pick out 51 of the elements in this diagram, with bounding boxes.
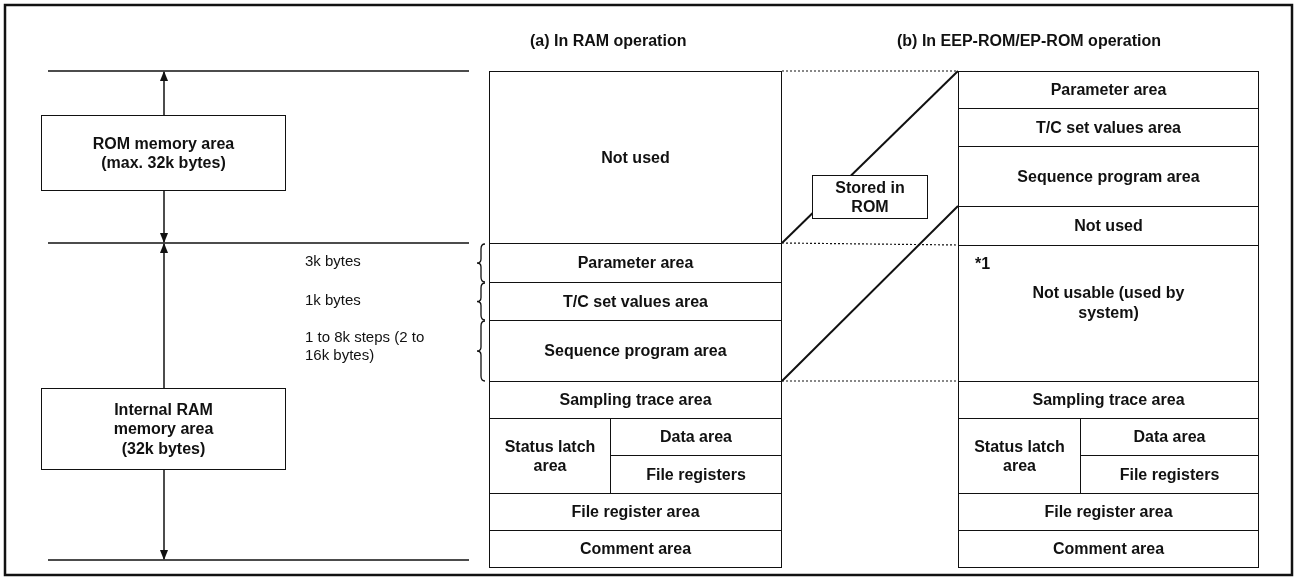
memory-block: [489, 493, 782, 531]
dotted-line: [781, 70, 959, 72]
mapping-line: [781, 205, 959, 382]
memory-block: [958, 381, 1259, 419]
memory-block: [489, 71, 782, 244]
memory-block: [958, 71, 1259, 109]
block-label: Status latch area: [503, 436, 597, 476]
memory-block: [958, 108, 1259, 147]
memory-block: [489, 320, 782, 382]
block-label: Not used: [601, 147, 670, 168]
block-label: File registers: [646, 464, 746, 485]
memory-block: [958, 493, 1259, 531]
size-label: 1 to 8k steps (2 to 16k bytes): [305, 328, 426, 364]
column-heading: (a) In RAM operation: [530, 32, 687, 50]
block-label: Sequence program area: [1017, 166, 1200, 187]
memory-block: [489, 243, 782, 283]
block-label: Sequence program area: [544, 341, 727, 361]
block-label: Parameter area: [1050, 80, 1167, 100]
memory-block: [958, 206, 1259, 246]
block-label: Parameter area: [577, 253, 694, 273]
block-label: Data area: [659, 427, 732, 447]
size-label: 1k bytes: [305, 291, 362, 309]
memory-area-box: [41, 388, 286, 470]
block-label: File register area: [1044, 502, 1173, 522]
footnote-mark: *1: [975, 254, 991, 274]
memory-block: [489, 381, 782, 419]
block-label: Status latch area: [973, 436, 1066, 476]
edge-label: Stored in ROM: [812, 175, 928, 220]
block-label: Data area: [1133, 427, 1206, 447]
block-label: Not used: [1074, 216, 1143, 236]
block-label: Comment area: [1052, 539, 1165, 559]
memory-block: [958, 245, 1259, 382]
block-label: T/C set values area: [1036, 117, 1181, 138]
dotted-line: [781, 380, 959, 382]
block-label: Comment area: [579, 539, 692, 559]
block-label: T/C set values area: [563, 291, 708, 312]
memory-block: [489, 282, 782, 321]
memory-block: [958, 530, 1259, 568]
memory-area-box: [41, 115, 286, 191]
block-label: Not usable (used by system): [1031, 283, 1186, 322]
block-label: Internal RAM memory area (32k bytes): [112, 400, 215, 458]
block-label: ROM memory area (max. 32k bytes): [91, 133, 236, 173]
block-label: File register area: [571, 502, 700, 522]
block-label: Sampling trace area: [559, 390, 712, 410]
size-label: 3k bytes: [305, 252, 362, 270]
dotted-line: [781, 242, 959, 246]
column-heading: (b) In EEP-ROM/EP-ROM operation: [897, 32, 1161, 50]
block-label: Sampling trace area: [1032, 390, 1185, 410]
memory-block: [489, 530, 782, 568]
block-label: File registers: [1119, 464, 1220, 485]
memory-block: [958, 146, 1259, 207]
